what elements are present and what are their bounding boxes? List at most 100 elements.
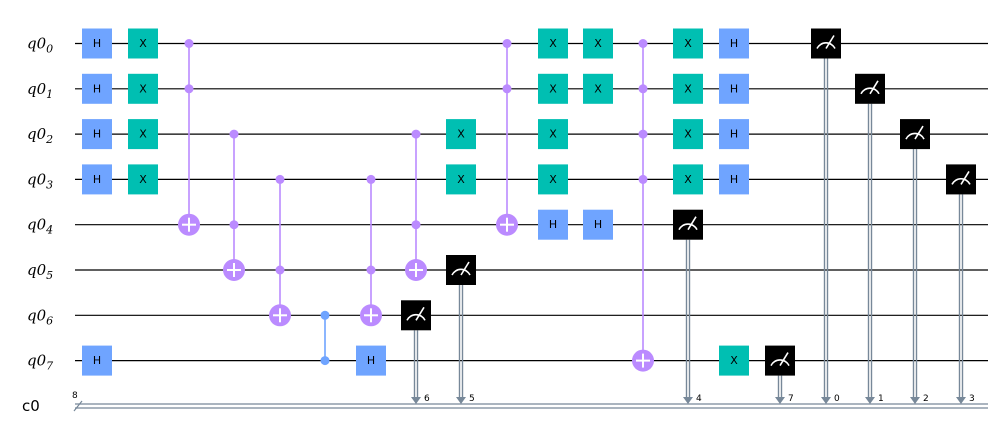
gate-6-x-q1-box xyxy=(128,73,158,104)
gate-39-x-q7-label: X xyxy=(730,354,738,367)
gate-32-x-q2-box xyxy=(673,119,703,150)
gate-38-h-q3-label: H xyxy=(730,173,738,186)
gate-19-measure-q5-meter-arc xyxy=(451,268,471,276)
gate-26-x-q0-box xyxy=(583,28,613,59)
qubit-label-7: q07 xyxy=(27,352,53,373)
gate-10-control-q4 xyxy=(229,220,239,230)
gate-9-control-q1 xyxy=(184,84,194,94)
gate-3-h-q3-box xyxy=(82,164,112,195)
gate-19-measure-q5-cbit-index: 5 xyxy=(469,394,475,404)
gate-25-h-q4-label: H xyxy=(549,218,557,231)
gate-10-control-q2 xyxy=(229,129,239,139)
gate-1-h-q1-label: H xyxy=(93,82,101,95)
gate-44-measure-q3-cbit-index: 3 xyxy=(969,394,975,404)
gate-43-measure-q2-arrow xyxy=(910,397,920,404)
gate-31-x-q1-box xyxy=(673,73,703,104)
gate-29-control-q3 xyxy=(638,174,648,184)
gate-6-x-q1-label: X xyxy=(139,82,147,95)
gate-17-x-q2-label: X xyxy=(457,128,465,141)
gate-32-x-q2-label: X xyxy=(684,128,692,141)
gate-17-x-q2-box xyxy=(446,119,476,150)
gate-41-measure-q0-arrow xyxy=(821,397,831,404)
gate-21-x-q0-box xyxy=(538,28,568,59)
gate-9-control-q0 xyxy=(184,39,194,48)
qubit-label-2: q02 xyxy=(27,125,53,146)
gate-7-x-q2-box xyxy=(128,119,158,150)
gate-30-x-q0-label: X xyxy=(684,37,692,50)
gate-34-measure-q4-cbit-index: 4 xyxy=(696,394,702,404)
gate-42-measure-q1-meter-arc xyxy=(860,87,880,95)
gate-5-x-q0-box xyxy=(128,28,158,59)
gate-22-x-q1-box xyxy=(538,73,568,104)
gate-16-measure-q6-meter-arc xyxy=(406,313,426,321)
gate-40-measure-q7-cbit-index: 7 xyxy=(788,394,794,404)
gate-3-h-q3-label: H xyxy=(93,173,101,186)
gate-42-measure-q1-meter-needle xyxy=(869,80,879,95)
qubit-label-0: q00 xyxy=(27,35,53,56)
gate-37-h-q2-label: H xyxy=(730,128,738,141)
gate-35-h-q0-box xyxy=(719,28,749,59)
qubit-label-5: q05 xyxy=(27,261,53,282)
gate-28-h-q4-box xyxy=(583,209,613,240)
bundle-slash xyxy=(73,400,83,412)
gate-16-measure-q6-arrow xyxy=(411,397,421,404)
gate-41-measure-q0-meter-needle xyxy=(825,35,835,49)
gate-39-x-q7-box xyxy=(719,345,749,376)
gate-19-measure-q5-meter-needle xyxy=(460,261,470,276)
gate-40-measure-q7-meter-needle xyxy=(779,352,789,367)
gate-44-measure-q3-meter-arc xyxy=(951,178,971,185)
gate-15-control-q2 xyxy=(411,129,421,139)
gate-41-measure-q0-cbit-index: 0 xyxy=(834,394,840,404)
gate-44-measure-q3-meter-needle xyxy=(960,170,970,185)
gate-29-control-q0 xyxy=(638,39,648,48)
gate-35-h-q0-label: H xyxy=(730,37,738,50)
gate-18-x-q3-label: X xyxy=(457,173,465,186)
gate-27-x-q1-label: X xyxy=(594,82,602,95)
gate-23-x-q2-label: X xyxy=(549,128,557,141)
gate-33-x-q3-label: X xyxy=(684,173,692,186)
gate-14-h-q7-label: H xyxy=(367,354,375,367)
gate-23-x-q2-box xyxy=(538,119,568,150)
gate-21-x-q0-label: X xyxy=(549,37,557,50)
gate-16-measure-q6-meter-needle xyxy=(415,306,425,321)
gate-31-x-q1-label: X xyxy=(684,82,692,95)
gate-20-control-q1 xyxy=(502,84,512,94)
gate-42-measure-q1-cbit-index: 1 xyxy=(878,394,884,404)
gate-28-h-q4-label: H xyxy=(594,218,602,231)
gate-18-x-q3-box xyxy=(446,164,476,195)
gate-40-measure-q7-arrow xyxy=(775,397,785,404)
classical-register-size: 8 xyxy=(72,391,78,401)
gate-30-x-q0-box xyxy=(673,28,703,59)
gate-43-measure-q2-meter-arc xyxy=(905,132,925,140)
gate-25-h-q4-box xyxy=(538,209,568,240)
qubit-label-3: q03 xyxy=(27,170,53,191)
gate-5-x-q0-label: X xyxy=(139,37,147,50)
gate-29-control-q2 xyxy=(638,129,648,139)
gate-11-control-q3 xyxy=(275,174,285,184)
gate-19-measure-q5-arrow xyxy=(456,397,466,404)
gate-11-control-q5 xyxy=(275,265,285,275)
gate-38-h-q3-box xyxy=(719,164,749,195)
gate-8-x-q3-label: X xyxy=(139,173,147,186)
qubit-label-1: q01 xyxy=(27,80,53,101)
gate-43-measure-q2-meter-needle xyxy=(914,125,924,140)
gate-13-control-q5 xyxy=(366,265,376,275)
classical-register-label: c0 xyxy=(22,397,40,415)
gate-34-measure-q4-arrow xyxy=(683,397,693,404)
gate-27-x-q1-box xyxy=(583,73,613,104)
gate-0-h-q0-label: H xyxy=(93,37,101,50)
gate-29-control-q1 xyxy=(638,84,648,94)
gate-26-x-q0-label: X xyxy=(594,37,602,50)
gate-20-control-q0 xyxy=(502,39,512,48)
gate-2-h-q2-box xyxy=(82,119,112,150)
gate-24-x-q3-box xyxy=(538,164,568,195)
gate-24-x-q3-label: X xyxy=(549,173,557,186)
gate-1-h-q1-box xyxy=(82,73,112,104)
gate-40-measure-q7-meter-arc xyxy=(770,359,790,367)
wire-layer xyxy=(73,42,988,412)
gate-13-control-q3 xyxy=(366,174,376,184)
gate-2-h-q2-label: H xyxy=(93,128,101,141)
